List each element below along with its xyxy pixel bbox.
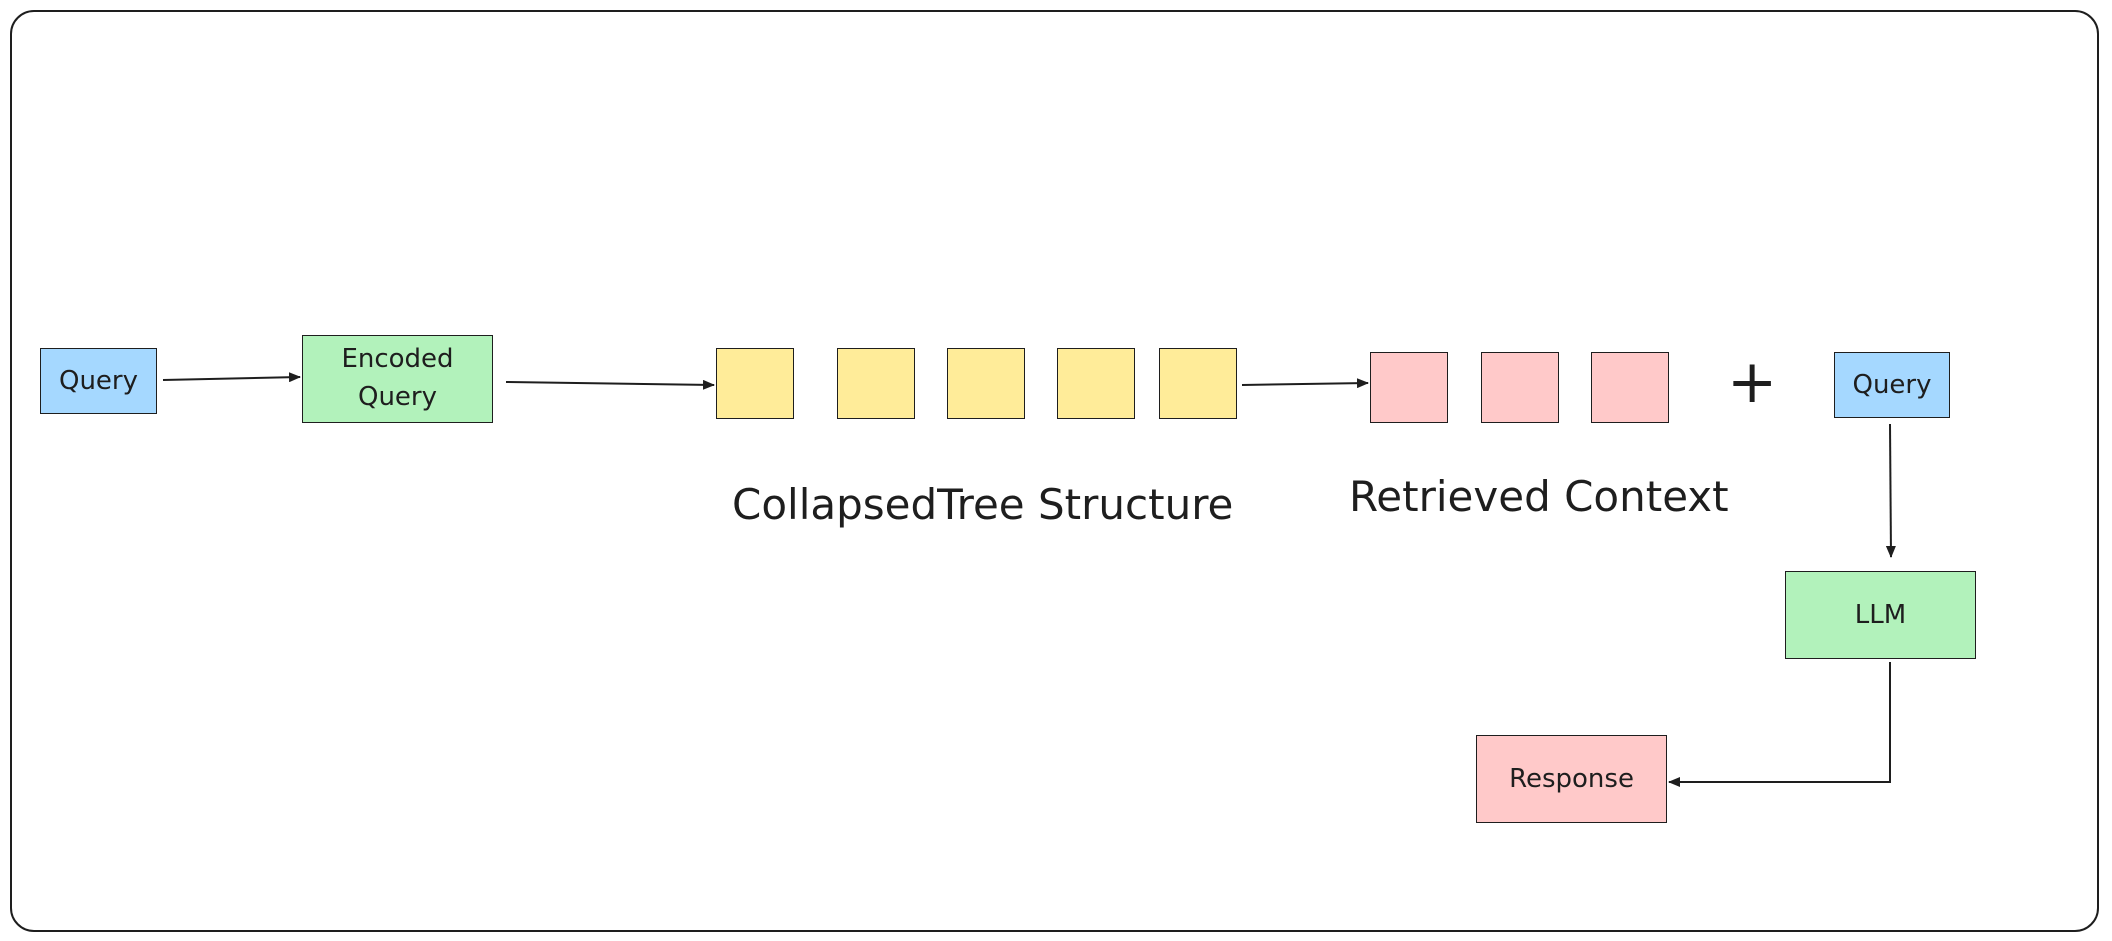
- encoded-query-node: Encoded Query: [302, 335, 493, 423]
- tree-node: [1159, 348, 1237, 419]
- response-node: Response: [1476, 735, 1667, 823]
- arrow-query-to-encoded: [162, 372, 301, 383]
- arrow-encoded-to-tree: [505, 379, 715, 390]
- tree-node: [716, 348, 794, 419]
- diagram-frame: [10, 10, 2099, 932]
- retrieved-context-label: Retrieved Context: [1349, 472, 1729, 521]
- query-combined-label: Query: [1852, 369, 1932, 400]
- context-node: [1481, 352, 1559, 423]
- context-node: [1370, 352, 1448, 423]
- query-input-label: Query: [58, 365, 138, 396]
- llm-node: LLM: [1785, 571, 1976, 659]
- tree-node: [947, 348, 1025, 419]
- tree-node: [1057, 348, 1135, 419]
- arrow-tree-to-context: [1241, 378, 1369, 389]
- encoded-query-label-line2: Query: [357, 382, 437, 412]
- arrow-query-to-llm: [1885, 423, 1896, 558]
- query-input-node: Query: [40, 348, 157, 414]
- query-combined-node: Query: [1834, 352, 1950, 418]
- encoded-query-label-line1: Encoded: [341, 344, 454, 375]
- tree-structure-label: CollapsedTree Structure: [732, 480, 1234, 529]
- encoded-query-text: Encoded Query: [341, 341, 453, 416]
- llm-label: LLM: [1854, 599, 1907, 630]
- context-node: [1591, 352, 1669, 423]
- response-label: Response: [1509, 763, 1634, 794]
- arrow-llm-to-response: [1668, 662, 1891, 787]
- tree-node: [837, 348, 915, 419]
- plus-icon: +: [1727, 347, 1778, 417]
